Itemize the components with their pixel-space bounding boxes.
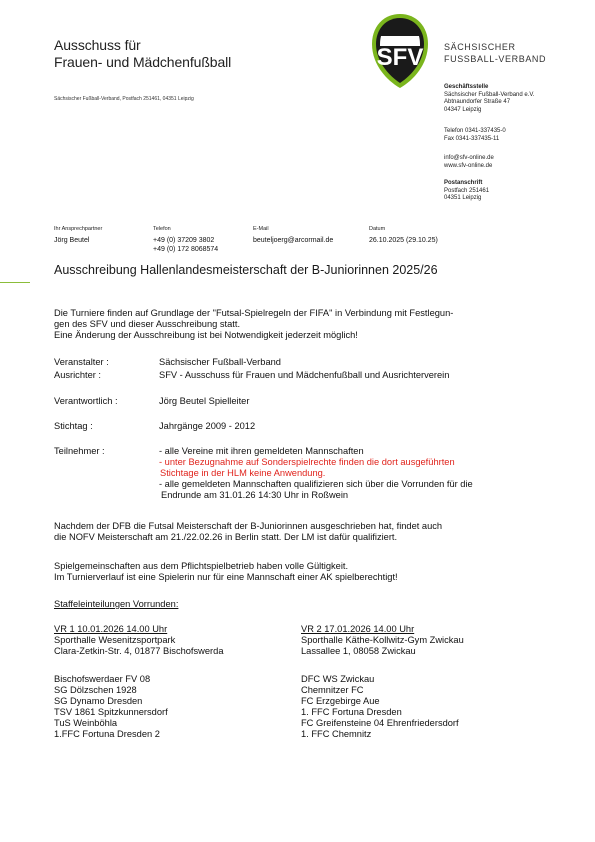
contact-date: 26.10.2025 (29.10.25) (369, 237, 438, 244)
cutoff-value: Jahrgänge 2009 - 2012 (159, 421, 256, 431)
intro-line: Die Turniere finden auf Grundlage der "F… (54, 308, 454, 318)
team-item: SG Dölzschen 1928 (54, 685, 137, 695)
group-title: VR 2 17.01.2026 14.00 Uhr (301, 624, 415, 634)
contact-phone-line: +49 (0) 172 8068574 (153, 246, 219, 253)
brand-line-2: FUSSBALL-VERBAND (444, 54, 547, 64)
contact-date-label: Datum (369, 226, 386, 232)
team-item: 1. FFC Chemnitz (301, 729, 372, 739)
document-title: Ausschreibung Hallenlandesmeisterschaft … (54, 263, 438, 277)
note-line: Im Turnierverlauf ist eine Spielerin nur… (54, 572, 398, 582)
participants-line: - alle Vereine mit ihren gemeldeten Mann… (159, 446, 364, 456)
intro-line: Eine Änderung der Ausschreibung ist bei … (54, 330, 358, 340)
team-item: SG Dynamo Dresden (54, 696, 143, 706)
logo-lettering: SFV (377, 44, 424, 71)
sender-address: Sächsischer Fußball-Verband, Postfach 25… (54, 96, 194, 102)
office-email-link[interactable]: info@sfv-online.de (444, 155, 494, 161)
team-item: FC Greifensteine 04 Ehrenfriedersdorf (301, 718, 459, 728)
office-block: Geschäftsstelle Sächsischer Fußball-Verb… (444, 84, 535, 114)
team-item: DFC WS Zwickau (301, 674, 375, 684)
intro-line: gen des SFV und dieser Ausschreibung sta… (54, 319, 241, 329)
organizer-label: Veranstalter : (54, 357, 109, 367)
postbox-block: Postanschrift Postfach 251461 04351 Leip… (444, 180, 489, 203)
committee-name: Ausschuss für Frauen- und Mädchenfußball (54, 37, 231, 71)
group-vr2: VR 2 17.01.2026 14.00 Uhr Sporthalle Kät… (301, 624, 464, 657)
note-line: Nachdem der DFB die Futsal Meisterschaft… (54, 521, 443, 531)
group-venue: Sporthalle Käthe-Kollwitz-Gym Zwickau (301, 635, 464, 645)
team-item: TuS Weinböhla (54, 718, 118, 728)
note-line: Spielgemeinschaften aus dem Pflichtspiel… (54, 561, 349, 571)
office-line: Sächsischer Fußball-Verband e.V. (444, 91, 535, 98)
group-vr1: VR 1 10.01.2026 14.00 Uhr Sporthalle Wes… (54, 624, 224, 657)
group-address: Lassallee 1, 08058 Zwickau (301, 646, 416, 656)
office-fax: Fax 0341-337435-11 (444, 135, 500, 142)
online-block: info@sfv-online.de www.sfv-online.de (444, 155, 494, 170)
note-line: die NOFV Meisterschaft am 21./22.02.26 i… (54, 532, 398, 542)
group-title: VR 1 10.01.2026 14.00 Uhr (54, 624, 168, 634)
contact-person: Jörg Beutel (54, 237, 90, 244)
brand-line-1: SÄCHSISCHER (444, 42, 516, 52)
group-address: Clara-Zetkin-Str. 4, 01877 Bischofswerda (54, 646, 224, 656)
office-line: Abtnaundorfer Straße 47 (444, 99, 511, 105)
cutoff-label: Stichtag : (54, 421, 93, 431)
office-phone: Telefon 0341-337435-0 (444, 128, 506, 134)
team-item: 1. FFC Fortuna Dresden (301, 707, 402, 717)
participants-line: - alle gemeldeten Mannschaften qualifizi… (159, 479, 473, 489)
postbox-heading: Postanschrift (444, 180, 483, 186)
group-vr1-teams: Bischofswerdaer FV 08 SG Dölzschen 1928 … (54, 674, 168, 740)
nofv-note: Nachdem der DFB die Futsal Meisterschaft… (54, 521, 442, 543)
intro-paragraph: Die Turniere finden auf Grundlage der "F… (54, 308, 453, 341)
postbox-line: 04351 Leipzig (444, 195, 482, 201)
contact-email-label: E-Mail (253, 226, 269, 232)
host-value: SFV - Ausschuss für Frauen und Mädchenfu… (159, 370, 450, 380)
responsible-value: Jörg Beutel Spielleiter (159, 396, 250, 406)
group-venue: Sporthalle Wesenitzsportpark (54, 635, 176, 645)
contact-phone-line: +49 (0) 37209 3802 (153, 237, 215, 244)
team-item: Chemnitzer FC (301, 685, 364, 695)
groups-heading: Staffeleinteilungen Vorrunden: (54, 599, 179, 609)
committee-line-1: Ausschuss für (54, 37, 141, 53)
responsible-label: Verantwortlich : (54, 396, 118, 406)
brand-name: SÄCHSISCHER FUSSBALL-VERBAND (444, 41, 546, 65)
committee-line-2: Frauen- und Mädchenfußball (54, 54, 232, 70)
team-item: Bischofswerdaer FV 08 (54, 674, 151, 684)
team-item: 1.FFC Fortuna Dresden 2 (54, 729, 160, 739)
participants-line-red: Stichtage in der HLM keine Anwendung. (160, 468, 326, 478)
participants-line: Endrunde am 31.01.26 14:30 Uhr in Roßwei… (161, 490, 349, 500)
participants-label: Teilnehmer : (54, 446, 105, 456)
office-line: 04347 Leipzig (444, 106, 482, 113)
sfv-logo: SFV (370, 12, 430, 90)
team-item: TSV 1861 Spitzkunnersdorf (54, 707, 168, 717)
participants-line-red: - unter Bezugnahme auf Sonderspielrechte… (159, 457, 455, 467)
postbox-line: Postfach 251461 (444, 187, 490, 194)
participants-value: - alle Vereine mit ihren gemeldeten Mann… (159, 446, 473, 501)
organizer-value: Sächsischer Fußball-Verband (159, 357, 281, 367)
office-web-link[interactable]: www.sfv-online.de (444, 162, 493, 169)
contact-phone: +49 (0) 37209 3802 +49 (0) 172 8068574 (153, 236, 218, 254)
phone-fax-block: Telefon 0341-337435-0 Fax 0341-337435-11 (444, 128, 506, 143)
group-vr2-teams: DFC WS Zwickau Chemnitzer FC FC Erzgebir… (301, 674, 459, 740)
contact-phone-label: Telefon (153, 226, 171, 232)
host-label: Ausrichter : (54, 370, 102, 380)
team-item: FC Erzgebirge Aue (301, 696, 380, 706)
contact-email[interactable]: beuteljoerg@arcormail.de (253, 237, 334, 244)
contact-person-label: Ihr Ansprechpartner (54, 226, 103, 232)
office-heading: Geschäftsstelle (444, 84, 489, 90)
eligibility-note: Spielgemeinschaften aus dem Pflichtspiel… (54, 561, 398, 583)
fold-mark (0, 282, 30, 283)
